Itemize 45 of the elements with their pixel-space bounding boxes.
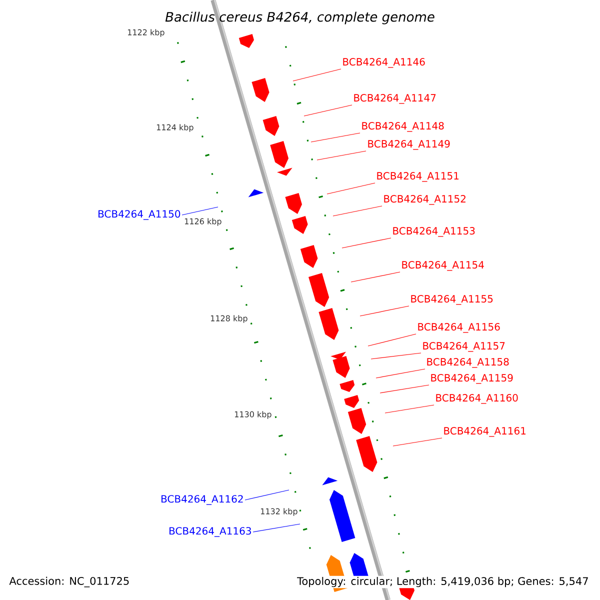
leader-line [380,384,430,394]
leader-line [244,490,290,500]
leader-line [360,306,410,316]
footer-text: Accession: NC_011725 [8,576,131,588]
tick-label: 1130 kbp [235,411,272,419]
leader-line [368,334,416,346]
gene-label: BCB4264_A1153 [393,227,475,237]
tick-label: 1122 kbp [128,29,164,37]
tick-label: 1126 kbp [185,218,222,226]
leader-line [392,438,442,446]
leader-line [332,206,382,216]
tick-label: 1132 kbp [261,508,298,516]
footer-text: Topology: circular; Length: 5,419,036 bp; Genes: 5,547 [296,576,590,588]
leader-line [384,404,434,414]
tick-label: 1128 kbp [211,315,248,323]
gene-label: BCB4264_A1163 [170,527,251,537]
gene-label: BCB4264_A1155 [411,295,493,305]
gene-label: BCB4264_A1160 [436,394,518,404]
gene-label: BCB4264_A1149 [368,140,450,150]
gene-label: BCB4264_A1156 [418,323,500,333]
leader-line [342,238,392,248]
gene-label: BCB4264_A1158 [427,358,509,368]
gene-label: BCB4264_A1154 [402,261,484,271]
gene-label: BCB4264_A1150 [98,210,180,220]
leader-line [316,150,366,160]
gene-label: BCB4264_A1152 [384,195,466,205]
gene-label: BCB4264_A1147 [354,94,436,104]
leader-line [370,352,422,360]
gene-label: BCB4264_A1159 [431,374,513,384]
leader-line [252,524,300,532]
leader-line [326,182,376,194]
gene-label: BCB4264_A1146 [343,58,425,68]
gene-label: BCB4264_A1151 [377,172,459,182]
leader-line [182,206,218,216]
gene-label: BCB4264_A1148 [362,122,444,132]
title: Bacillus cereus B4264, complete genome [165,12,434,24]
tick-label: 1124 kbp [157,124,194,132]
gene-label: BCB4264_A1157 [423,342,505,352]
leader-line [376,368,426,378]
gene-label: BCB4264_A1161 [444,427,526,437]
leader-line [304,104,352,116]
leader-line [292,68,342,82]
gene-label: BCB4264_A1162 [162,495,243,505]
leader-line [310,132,360,142]
leader-line [350,272,400,282]
